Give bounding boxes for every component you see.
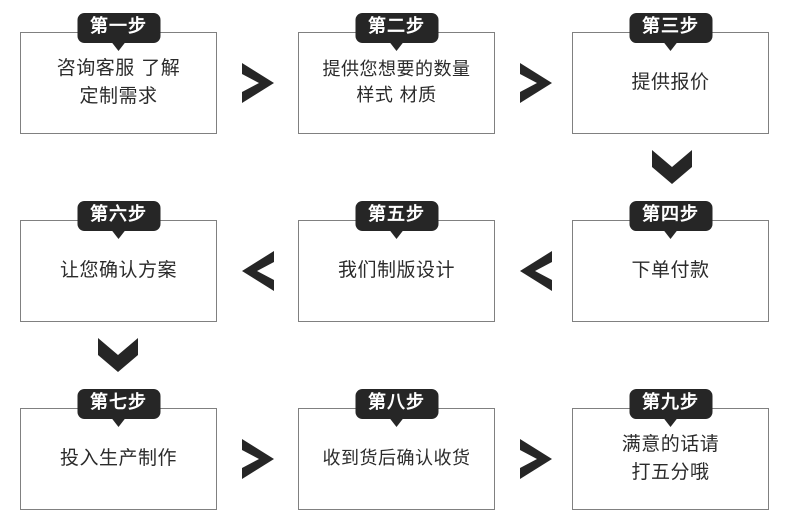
step-badge-2: 第二步 [355, 13, 438, 51]
arrow-right-icon-8-to-9 [516, 437, 556, 481]
step-card-8[interactable]: 第八步 收到货后确认收货 [298, 389, 495, 510]
arrow-right-icon-1-to-2 [238, 61, 278, 105]
arrow-right-icon-7-to-8 [238, 437, 278, 481]
step-card-9[interactable]: 第九步 满意的话请 打五分哦 [572, 389, 769, 510]
step-card-5[interactable]: 第五步 我们制版设计 [298, 201, 495, 322]
step-label-4: 下单付款 [631, 259, 710, 282]
step-label-1: 咨询客服 了解 定制需求 [56, 57, 181, 107]
step-label-5: 我们制版设计 [337, 259, 455, 282]
step-card-6[interactable]: 第六步 让您确认方案 [20, 201, 217, 322]
step-body-7: 投入生产制作 [21, 409, 216, 509]
step-label-7: 投入生产制作 [59, 447, 177, 470]
arrow-down-icon-3-to-4 [650, 146, 694, 186]
step-label-8: 收到货后确认收货 [322, 447, 471, 469]
arrow-down-icon-6-to-7 [96, 334, 140, 374]
step-badge-3: 第三步 [629, 13, 712, 51]
arrow-right-icon-2-to-3 [516, 61, 556, 105]
step-body-3: 提供报价 [573, 33, 768, 133]
step-badge-4: 第四步 [629, 201, 712, 239]
step-body-4: 下单付款 [573, 221, 768, 321]
step-label-3: 提供报价 [631, 71, 710, 94]
arrow-left-icon-4-to-5 [516, 249, 556, 293]
step-badge-7: 第七步 [77, 389, 160, 427]
step-badge-5: 第五步 [355, 201, 438, 239]
step-body-9: 满意的话请 打五分哦 [573, 409, 768, 509]
step-label-2: 提供您想要的数量 样式 材质 [322, 58, 471, 106]
step-card-2[interactable]: 第二步 提供您想要的数量 样式 材质 [298, 13, 495, 134]
step-card-4[interactable]: 第四步 下单付款 [572, 201, 769, 322]
step-body-6: 让您确认方案 [21, 221, 216, 321]
arrow-left-icon-5-to-6 [238, 249, 278, 293]
step-body-2: 提供您想要的数量 样式 材质 [299, 33, 494, 133]
step-body-5: 我们制版设计 [299, 221, 494, 321]
step-badge-1: 第一步 [77, 13, 160, 51]
step-badge-8: 第八步 [355, 389, 438, 427]
step-card-3[interactable]: 第三步 提供报价 [572, 13, 769, 134]
step-body-1: 咨询客服 了解 定制需求 [21, 33, 216, 133]
step-body-8: 收到货后确认收货 [299, 409, 494, 509]
step-label-9: 满意的话请 打五分哦 [621, 433, 720, 483]
step-badge-9: 第九步 [629, 389, 712, 427]
step-badge-6: 第六步 [77, 201, 160, 239]
step-label-6: 让您确认方案 [59, 259, 177, 282]
step-card-1[interactable]: 第一步 咨询客服 了解 定制需求 [20, 13, 217, 134]
step-card-7[interactable]: 第七步 投入生产制作 [20, 389, 217, 510]
